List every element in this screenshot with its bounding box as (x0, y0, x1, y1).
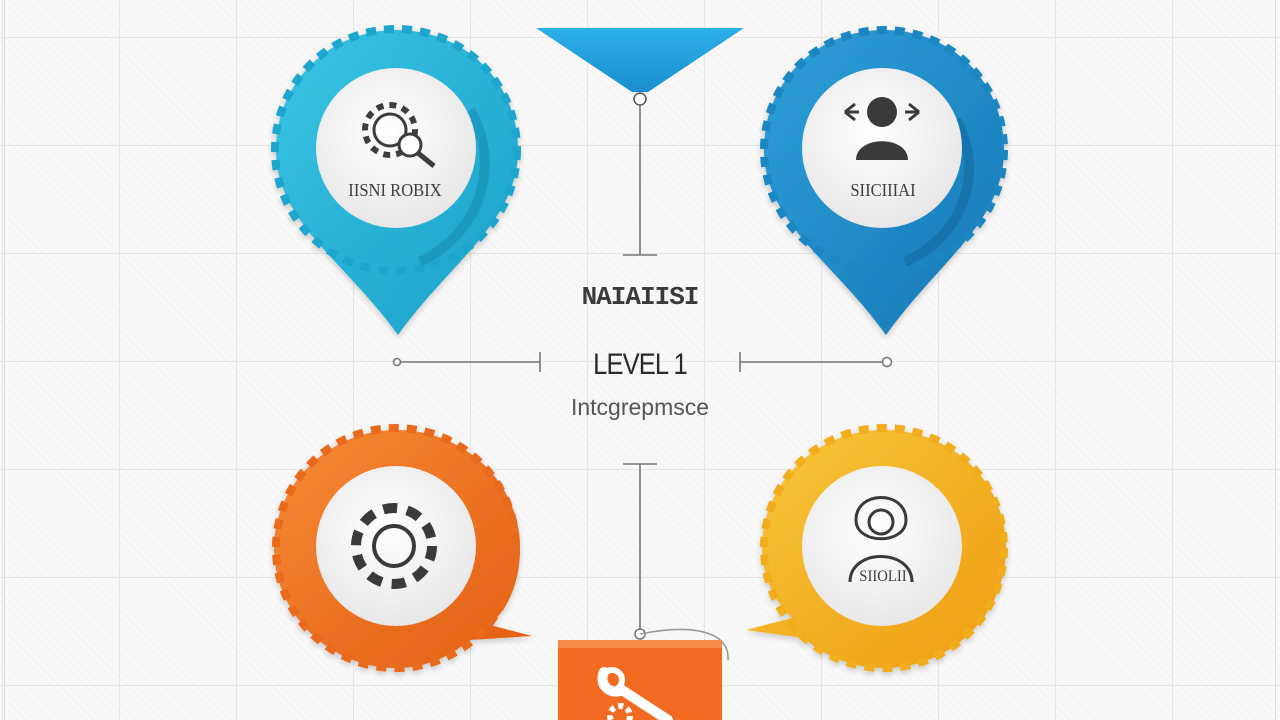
center-title: NAIAIISI (581, 282, 700, 312)
gear-icon (351, 503, 437, 589)
node-top-right-label: SIICIIIAI (850, 180, 916, 200)
node-bottom-right-label: SIIOLII (859, 568, 907, 585)
connector-lines (392, 105, 893, 661)
node-top-right (760, 26, 1008, 335)
person-arrows-icon (844, 97, 920, 160)
wrench-icon (597, 667, 673, 720)
funnel-icon (536, 28, 744, 106)
person-icon (848, 496, 914, 583)
node-bottom-right (746, 424, 1008, 672)
node-top-left-label: IISNI ROBIX (348, 180, 442, 200)
node-top-left (271, 25, 521, 335)
bottom-card (558, 640, 722, 720)
center-level: LEVEL 1 (593, 348, 688, 381)
center-subtitle: Intcgrepmsce (570, 394, 710, 420)
node-bottom-left (272, 424, 532, 672)
gear-magnifier-icon (362, 102, 436, 168)
